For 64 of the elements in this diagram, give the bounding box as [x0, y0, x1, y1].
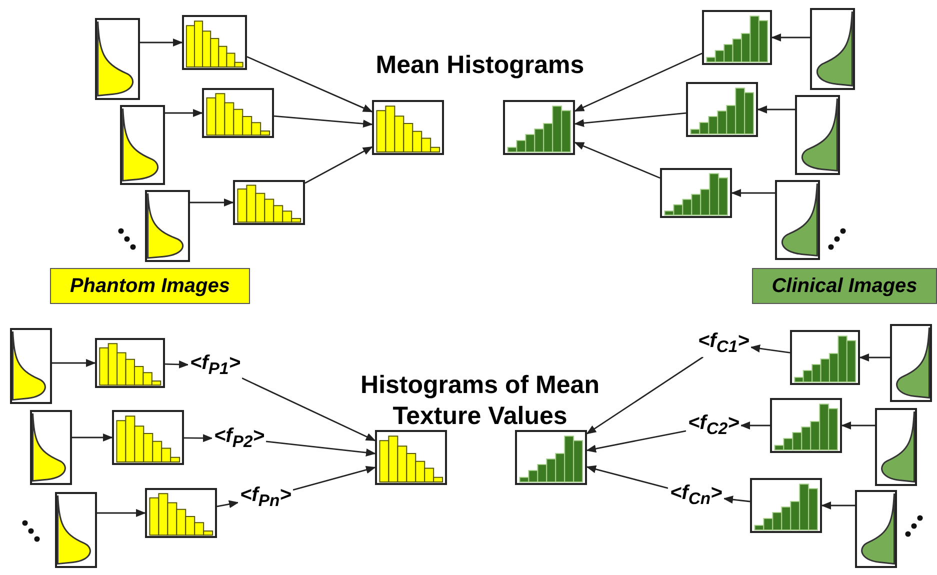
image-thumbnail: [875, 408, 917, 486]
arrow: [164, 360, 189, 368]
image-thumbnail: [795, 95, 840, 175]
arrow: [586, 356, 704, 434]
arrow: [574, 112, 686, 128]
histogram: [503, 100, 575, 155]
histogram: [686, 82, 758, 137]
arrow: [242, 378, 376, 442]
arrow: [52, 359, 96, 367]
histogram: [95, 338, 165, 388]
image-thumbnail: [30, 410, 72, 485]
histogram: [375, 430, 447, 485]
image-thumbnail: [10, 328, 52, 404]
image-thumbnail: [145, 190, 190, 262]
histogram: [233, 180, 305, 225]
histogram: [515, 430, 587, 485]
histogram: [702, 10, 772, 65]
arrow: [574, 52, 702, 112]
caption-label: Clinical Images: [752, 268, 937, 304]
arrow: [292, 466, 376, 491]
image-thumbnail: [855, 490, 897, 568]
arrow: [586, 465, 668, 489]
histogram: [372, 100, 444, 155]
feature-label: <f$_{C1}$>: [696, 330, 752, 357]
arrow: [304, 146, 373, 184]
arrow: [165, 109, 203, 117]
histogram: [202, 88, 274, 138]
image-thumbnail: [55, 492, 97, 568]
histogram: [660, 168, 732, 218]
section-title: Histograms of Mean Texture Values: [360, 370, 600, 432]
image-thumbnail: [890, 324, 932, 402]
arrow: [757, 106, 795, 114]
arrow: [586, 430, 686, 453]
histogram: [770, 398, 842, 453]
arrow: [574, 142, 660, 179]
arrow: [821, 502, 855, 510]
histogram: [112, 410, 184, 465]
image-thumbnail: [810, 8, 855, 90]
arrow: [859, 354, 890, 362]
feature-label: <f$_{P1}$>: [188, 352, 242, 379]
arrow: [274, 115, 373, 128]
arrow: [190, 198, 234, 206]
arrow: [731, 189, 775, 197]
image-thumbnail: [120, 105, 165, 185]
arrow: [184, 434, 213, 442]
arrow: [740, 422, 770, 430]
arrow: [771, 34, 810, 42]
caption-label: Phantom Images: [50, 268, 250, 304]
histogram: [145, 488, 217, 538]
arrow: [140, 38, 183, 46]
section-title: Mean Histograms: [374, 50, 586, 81]
histogram: [790, 330, 860, 385]
arrow: [246, 56, 373, 112]
arrow: [72, 434, 113, 442]
arrow: [750, 344, 790, 354]
arrow: [723, 496, 750, 504]
image-thumbnail: [775, 180, 820, 260]
histogram: [750, 478, 822, 533]
arrow: [841, 422, 875, 430]
histogram: [182, 15, 247, 70]
arrow: [97, 509, 146, 517]
arrow: [266, 440, 376, 456]
image-thumbnail: [95, 18, 140, 100]
arrow: [216, 500, 239, 508]
